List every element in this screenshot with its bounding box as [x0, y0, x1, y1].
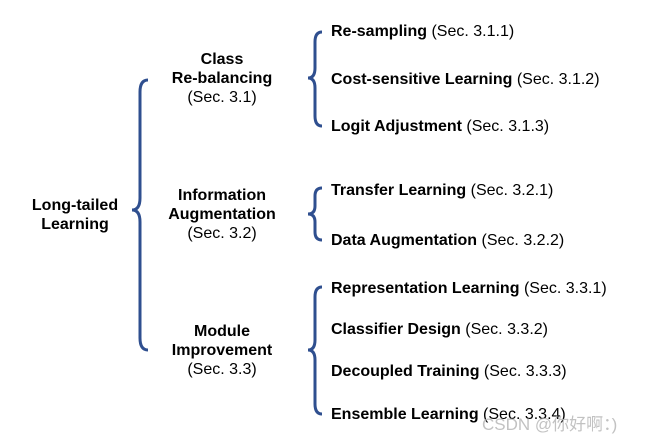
- leaf-logit-adjustment: Logit Adjustment (Sec. 3.1.3): [331, 117, 549, 136]
- leaf-transfer-learning: Transfer Learning (Sec. 3.2.1): [331, 181, 553, 200]
- leaf-representation-learning: Representation Learning (Sec. 3.3.1): [331, 279, 607, 298]
- leaf-name: Decoupled Training: [331, 363, 480, 380]
- leaf-data-augmentation: Data Augmentation (Sec. 3.2.2): [331, 231, 564, 250]
- root-label-line2: Learning: [41, 216, 109, 234]
- category-title-line1: Module: [194, 323, 250, 340]
- leaf-name: Logit Adjustment: [331, 118, 462, 135]
- category-title-line1: Information: [178, 187, 266, 204]
- leaf-name: Cost-sensitive Learning: [331, 71, 513, 88]
- leaf-section: (Sec. 3.3.4): [483, 406, 566, 423]
- main-bracket: [131, 78, 149, 352]
- leaf-name: Representation Learning: [331, 280, 520, 297]
- leaf-section: (Sec. 3.3.3): [483, 363, 567, 380]
- category-title-line2: Augmentation: [168, 206, 276, 224]
- root-node: Long-tailed Learning: [18, 196, 132, 234]
- leaf-name: Data Augmentation: [331, 232, 478, 249]
- leaf-section: (Sec. 3.3.2): [465, 321, 548, 338]
- leaf-name: Transfer Learning: [331, 182, 467, 199]
- category-module-improvement: Module Improvement (Sec. 3.3): [142, 322, 302, 380]
- leaf-name: Re-sampling: [331, 23, 428, 40]
- category-title-line2: Improvement: [171, 342, 273, 360]
- category-section: (Sec. 3.1): [187, 89, 257, 107]
- leaf-section: (Sec. 3.1.3): [466, 118, 550, 135]
- category-class-rebalancing: Class Re-balancing (Sec. 3.1): [142, 50, 302, 108]
- module-improvement-bracket: [307, 285, 323, 416]
- category-section: (Sec. 3.3): [187, 361, 257, 379]
- leaf-cost-sensitive-learning: Cost-sensitive Learning (Sec. 3.1.2): [331, 70, 600, 89]
- leaf-name: Classifier Design: [331, 321, 461, 338]
- leaf-ensemble-learning: Ensemble Learning (Sec. 3.3.4): [331, 405, 566, 424]
- category-title-line1: Class: [200, 51, 244, 68]
- category-section: (Sec. 3.2): [187, 225, 257, 243]
- watermark: CSDN @你好啊：): [482, 415, 618, 434]
- leaf-decoupled-training: Decoupled Training (Sec. 3.3.3): [331, 362, 567, 381]
- leaf-section: (Sec. 3.3.1): [523, 280, 607, 297]
- category-information-augmentation: Information Augmentation (Sec. 3.2): [142, 186, 302, 244]
- root-label-line1: Long-tailed: [31, 197, 119, 214]
- leaf-section: (Sec. 3.2.2): [481, 232, 565, 249]
- leaf-section: (Sec. 3.2.1): [470, 182, 554, 199]
- leaf-name: Ensemble Learning: [331, 406, 479, 423]
- leaf-section: (Sec. 3.1.1): [431, 23, 515, 40]
- category-title-line2: Re-balancing: [171, 70, 273, 88]
- leaf-section: (Sec. 3.1.2): [516, 71, 600, 88]
- leaf-classifier-design: Classifier Design (Sec. 3.3.2): [331, 320, 548, 339]
- information-augmentation-bracket: [307, 186, 323, 242]
- class-rebalancing-bracket: [307, 30, 323, 128]
- leaf-re-sampling: Re-sampling (Sec. 3.1.1): [331, 22, 514, 41]
